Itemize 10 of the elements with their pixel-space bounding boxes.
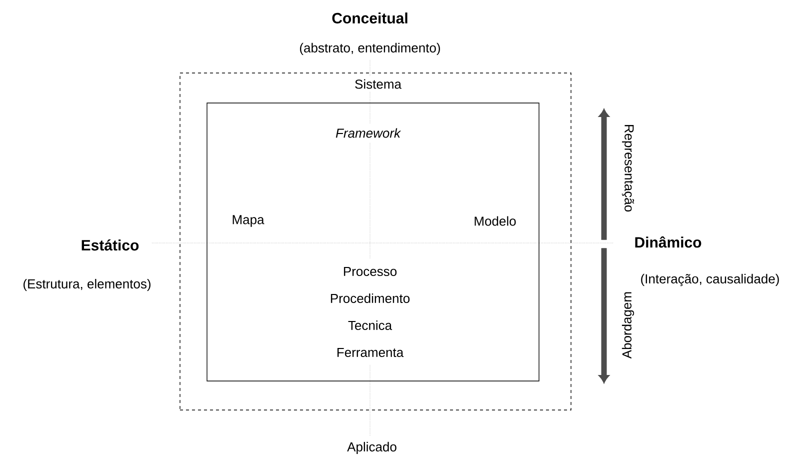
axis-title: Conceitual [332, 12, 408, 24]
arrow-label: Abordagem [622, 292, 634, 359]
axis-title: Dinâmico [635, 236, 702, 248]
content-box: Framework Mapa Modelo Processo Procedimento Tecnica Ferramenta [206, 102, 540, 382]
axis-title: Aplicado [347, 442, 396, 454]
axis-subtitle: (Estrutura, elementos) [24, 278, 150, 292]
arrow-label: Representação [622, 124, 634, 212]
axis-subtitle: (abstrato, entendimento) [300, 42, 440, 56]
axis-title: Estático [82, 239, 139, 251]
axis-subtitle: (Interação, causalidade) [641, 274, 779, 286]
